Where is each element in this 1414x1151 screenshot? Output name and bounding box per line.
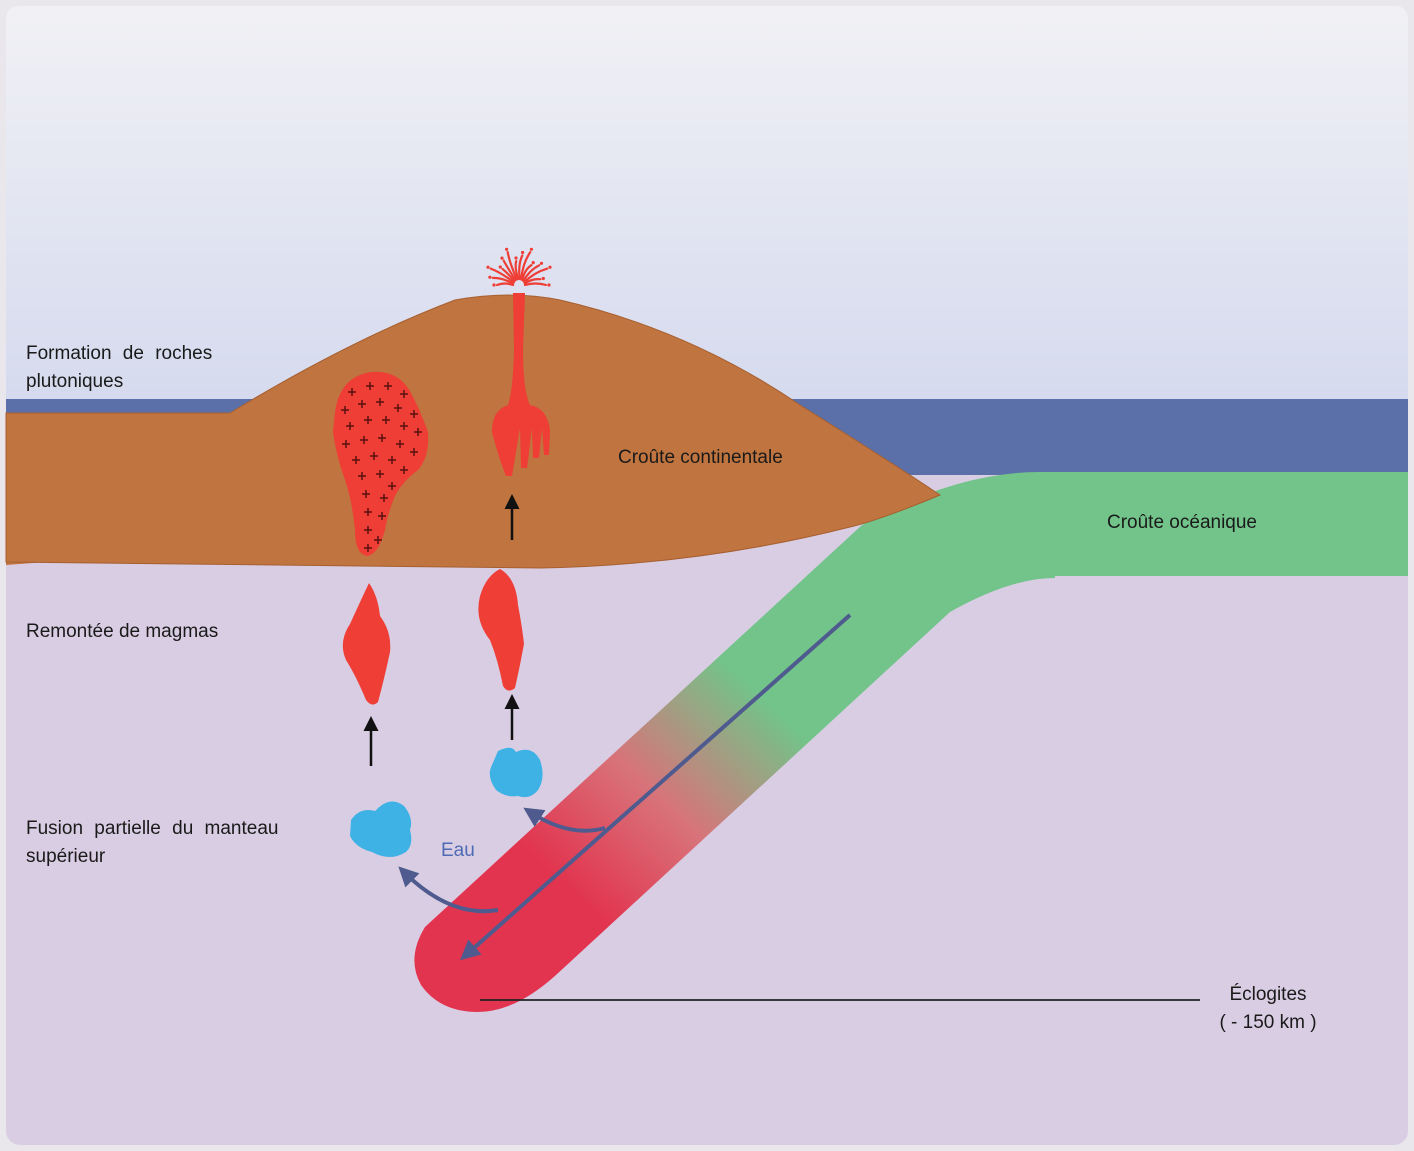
eruption-droplet (505, 248, 508, 251)
eruption-droplet (486, 266, 489, 269)
plutonic-label-line2: plutoniques (26, 368, 212, 396)
eruption-droplet (548, 266, 551, 269)
water-label: Eau (441, 837, 475, 865)
water-droplet-icon (490, 748, 543, 797)
oceanic-crust-label: Croûte océanique (1107, 509, 1257, 537)
eruption-droplet (542, 277, 545, 280)
eclogites-label-line1: Éclogites (1208, 981, 1328, 1009)
eruption-droplet (488, 276, 491, 279)
eruption-droplet (532, 261, 535, 264)
partial-melt-label-line1: Fusion partielle du manteau (26, 815, 278, 843)
partial-melt-label: Fusion partielle du manteau supérieur (26, 815, 278, 871)
eclogites-label-line2: ( - 150 km ) (1208, 1009, 1328, 1037)
plutonic-label-line1: Formation de roches (26, 340, 212, 368)
sky (6, 6, 1408, 400)
magma-rise-label: Remontée de magmas (26, 618, 218, 646)
eruption-droplet (500, 257, 503, 260)
eruption-droplet (540, 262, 543, 265)
partial-melt-label-line2: supérieur (26, 843, 278, 871)
plutonic-label: Formation de roches plutoniques (26, 340, 212, 396)
eruption-droplet (492, 283, 495, 286)
eruption-droplet (530, 248, 533, 251)
eclogites-label: Éclogites ( - 150 km ) (1208, 981, 1328, 1037)
eruption-droplet (547, 283, 550, 286)
eruption-droplet (521, 251, 524, 254)
continental-crust-label: Croûte continentale (618, 444, 783, 472)
eruption-droplet (514, 256, 517, 259)
eruption-droplet (499, 265, 502, 268)
